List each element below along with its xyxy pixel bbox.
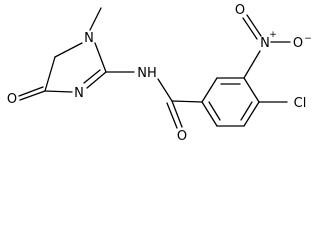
atom-o-nitro-charge: −	[304, 34, 312, 44]
bond-n1-c5	[54, 42, 83, 58]
molecule-diagram: N N NH O O N + O O − Cl	[7, 3, 312, 144]
bond-ar-inner-3	[208, 101, 221, 121]
atom-o-amide-carbonyl: O	[177, 129, 187, 144]
atom-n-methyl: N	[84, 31, 94, 46]
bond-c4-n3	[44, 90, 73, 93]
atom-o-nitro-double: O	[235, 3, 245, 18]
bond-ar-c6-c1	[201, 101, 218, 127]
benzene-ring	[201, 77, 260, 127]
bond-co-o-a	[171, 100, 183, 128]
atom-o-ring-carbonyl: O	[7, 92, 17, 107]
bond-n3-c2-b	[83, 69, 101, 84]
bond-co-ring	[171, 100, 203, 103]
atom-n-nitro: N	[260, 36, 270, 51]
atom-cl: Cl	[294, 96, 307, 111]
bond-n-methyl	[89, 7, 102, 31]
bond-c4-o-b	[18, 86, 44, 97]
bond-ar-inner-2	[240, 101, 253, 121]
structure-svg: N N NH O O N + O O − Cl	[7, 3, 312, 144]
bond-ar-c4-c5	[243, 101, 260, 127]
nitro-group	[242, 14, 291, 79]
bond-nitro-o-double-b	[246, 14, 262, 37]
atom-o-nitro-single: O	[293, 36, 303, 51]
bond-c2-n1	[94, 42, 107, 73]
atom-n-ring-imine: N	[74, 86, 84, 101]
bond-c5-c4	[44, 56, 56, 92]
bond-c4-o-a	[19, 90, 46, 101]
bond-n3-c2-a	[86, 71, 107, 89]
bond-ar-n-nitro	[243, 50, 261, 79]
atom-n-amide: NH	[137, 66, 157, 81]
atom-n-nitro-charge: +	[269, 30, 277, 40]
bond-co-o-b	[166, 102, 178, 129]
bond-ar-c1-c2	[201, 77, 218, 103]
bond-ar-c3-c4	[243, 77, 260, 103]
amide-linker	[105, 71, 203, 129]
bond-nitro-o-double-a	[242, 17, 258, 40]
imidazolinone-ring	[18, 7, 107, 101]
bond-nh-co	[157, 78, 173, 102]
